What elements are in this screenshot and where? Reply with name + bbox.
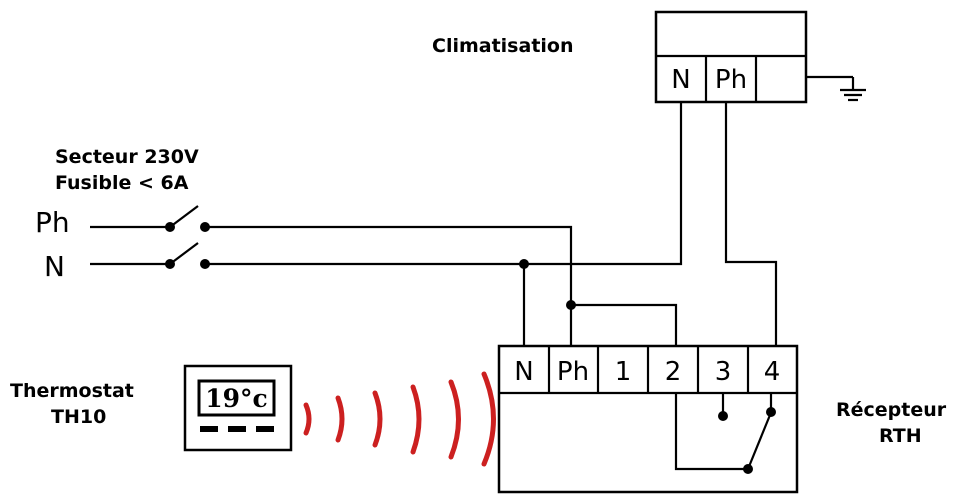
neutral-label: N <box>44 250 65 283</box>
receiver-terminal-2: 2 <box>665 357 682 387</box>
thermostat-segment <box>200 426 218 432</box>
receiver-model-label: RTH <box>879 425 922 447</box>
clim-terminal-n: N <box>671 65 690 95</box>
relay-contact <box>674 393 776 474</box>
mains-label: Secteur 230V <box>55 146 199 168</box>
mains-breaker <box>90 205 210 269</box>
receiver-terminal-n: N <box>514 357 533 387</box>
clim-terminal-ph: Ph <box>715 65 747 95</box>
thermostat-segment <box>256 426 274 432</box>
receiver-label: Récepteur <box>836 399 947 421</box>
receiver-rth: N Ph 1 2 3 4 <box>497 344 799 494</box>
thermostat-model-label: TH10 <box>51 406 106 428</box>
radio-waves <box>303 371 496 467</box>
ground-symbol <box>806 75 866 102</box>
thermostat-label: Thermostat <box>10 380 134 402</box>
phase-label: Ph <box>35 206 70 239</box>
fuse-label: Fusible < 6A <box>55 172 189 194</box>
receiver-terminal-3: 3 <box>715 357 732 387</box>
receiver-terminal-1: 1 <box>615 357 632 387</box>
neutral-wire <box>205 102 683 346</box>
climatisation-unit: N Ph <box>654 10 866 104</box>
thermostat-segment <box>228 426 246 432</box>
thermostat-temperature: 19°c <box>205 384 268 413</box>
thermostat-display <box>197 379 276 417</box>
thermostat-device: 19°c <box>183 364 293 452</box>
clim-phase-wire <box>724 102 778 346</box>
climatisation-label: Climatisation <box>432 35 574 57</box>
receiver-terminal-ph: Ph <box>557 357 589 387</box>
receiver-terminal-4: 4 <box>764 357 781 387</box>
phase-wire <box>205 225 678 346</box>
